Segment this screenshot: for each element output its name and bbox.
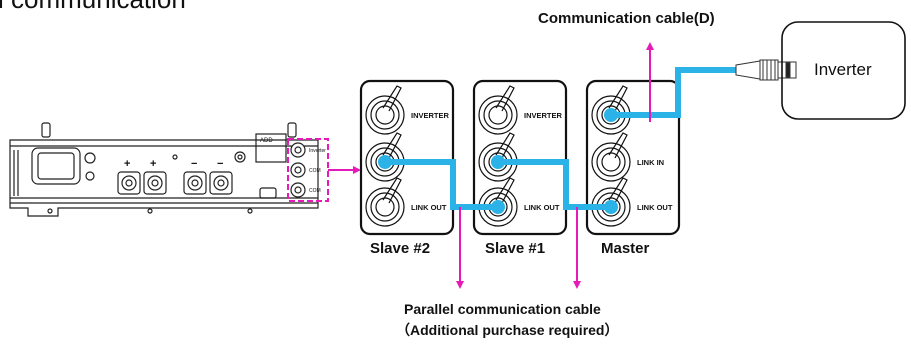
slave-1-label: Slave #1 <box>485 240 546 257</box>
module-master <box>585 79 681 236</box>
inverter-box <box>781 21 906 120</box>
port-highlight-box <box>287 138 329 202</box>
slave1-port-link-out: LINK OUT <box>524 203 560 212</box>
slave-2-label: Slave #2 <box>370 240 431 257</box>
master-port-link-in: LINK IN <box>637 158 664 167</box>
master-port-link-out: LINK OUT <box>637 203 673 212</box>
slave1-port-inverter: INVERTER <box>524 111 563 120</box>
inverter-label: Inverter <box>814 60 872 79</box>
neg-terminal-label-1: − <box>191 158 197 170</box>
pos-terminal-label-2: + <box>150 158 156 170</box>
purchase-note-label: （Additional purchase required） <box>396 322 619 338</box>
parallel-cable-label: Parallel communication cable <box>404 301 601 317</box>
battery-comm-ports <box>290 142 306 198</box>
page-title: l communication <box>0 0 186 15</box>
battery-port-label-inverter: Inverter <box>309 148 326 154</box>
battery-port-label-com-1: COM <box>309 168 321 174</box>
parallel-cables <box>385 159 611 210</box>
battery-unit <box>9 122 319 217</box>
slave2-port-link-out: LINK OUT <box>411 203 447 212</box>
neg-terminal-label-2: − <box>217 158 223 170</box>
cable-plug-ends <box>378 108 618 214</box>
port-box-title: ADD <box>260 138 273 144</box>
master-label: Master <box>601 240 650 257</box>
pos-terminal-label-1: + <box>124 158 130 170</box>
rj45-plug-icon <box>735 59 797 81</box>
inverter-cable <box>611 67 738 118</box>
slave2-port-inverter: INVERTER <box>411 111 450 120</box>
communication-cable-label: Communication cable(D) <box>538 10 715 27</box>
battery-port-label-com-2: COM <box>309 188 321 194</box>
